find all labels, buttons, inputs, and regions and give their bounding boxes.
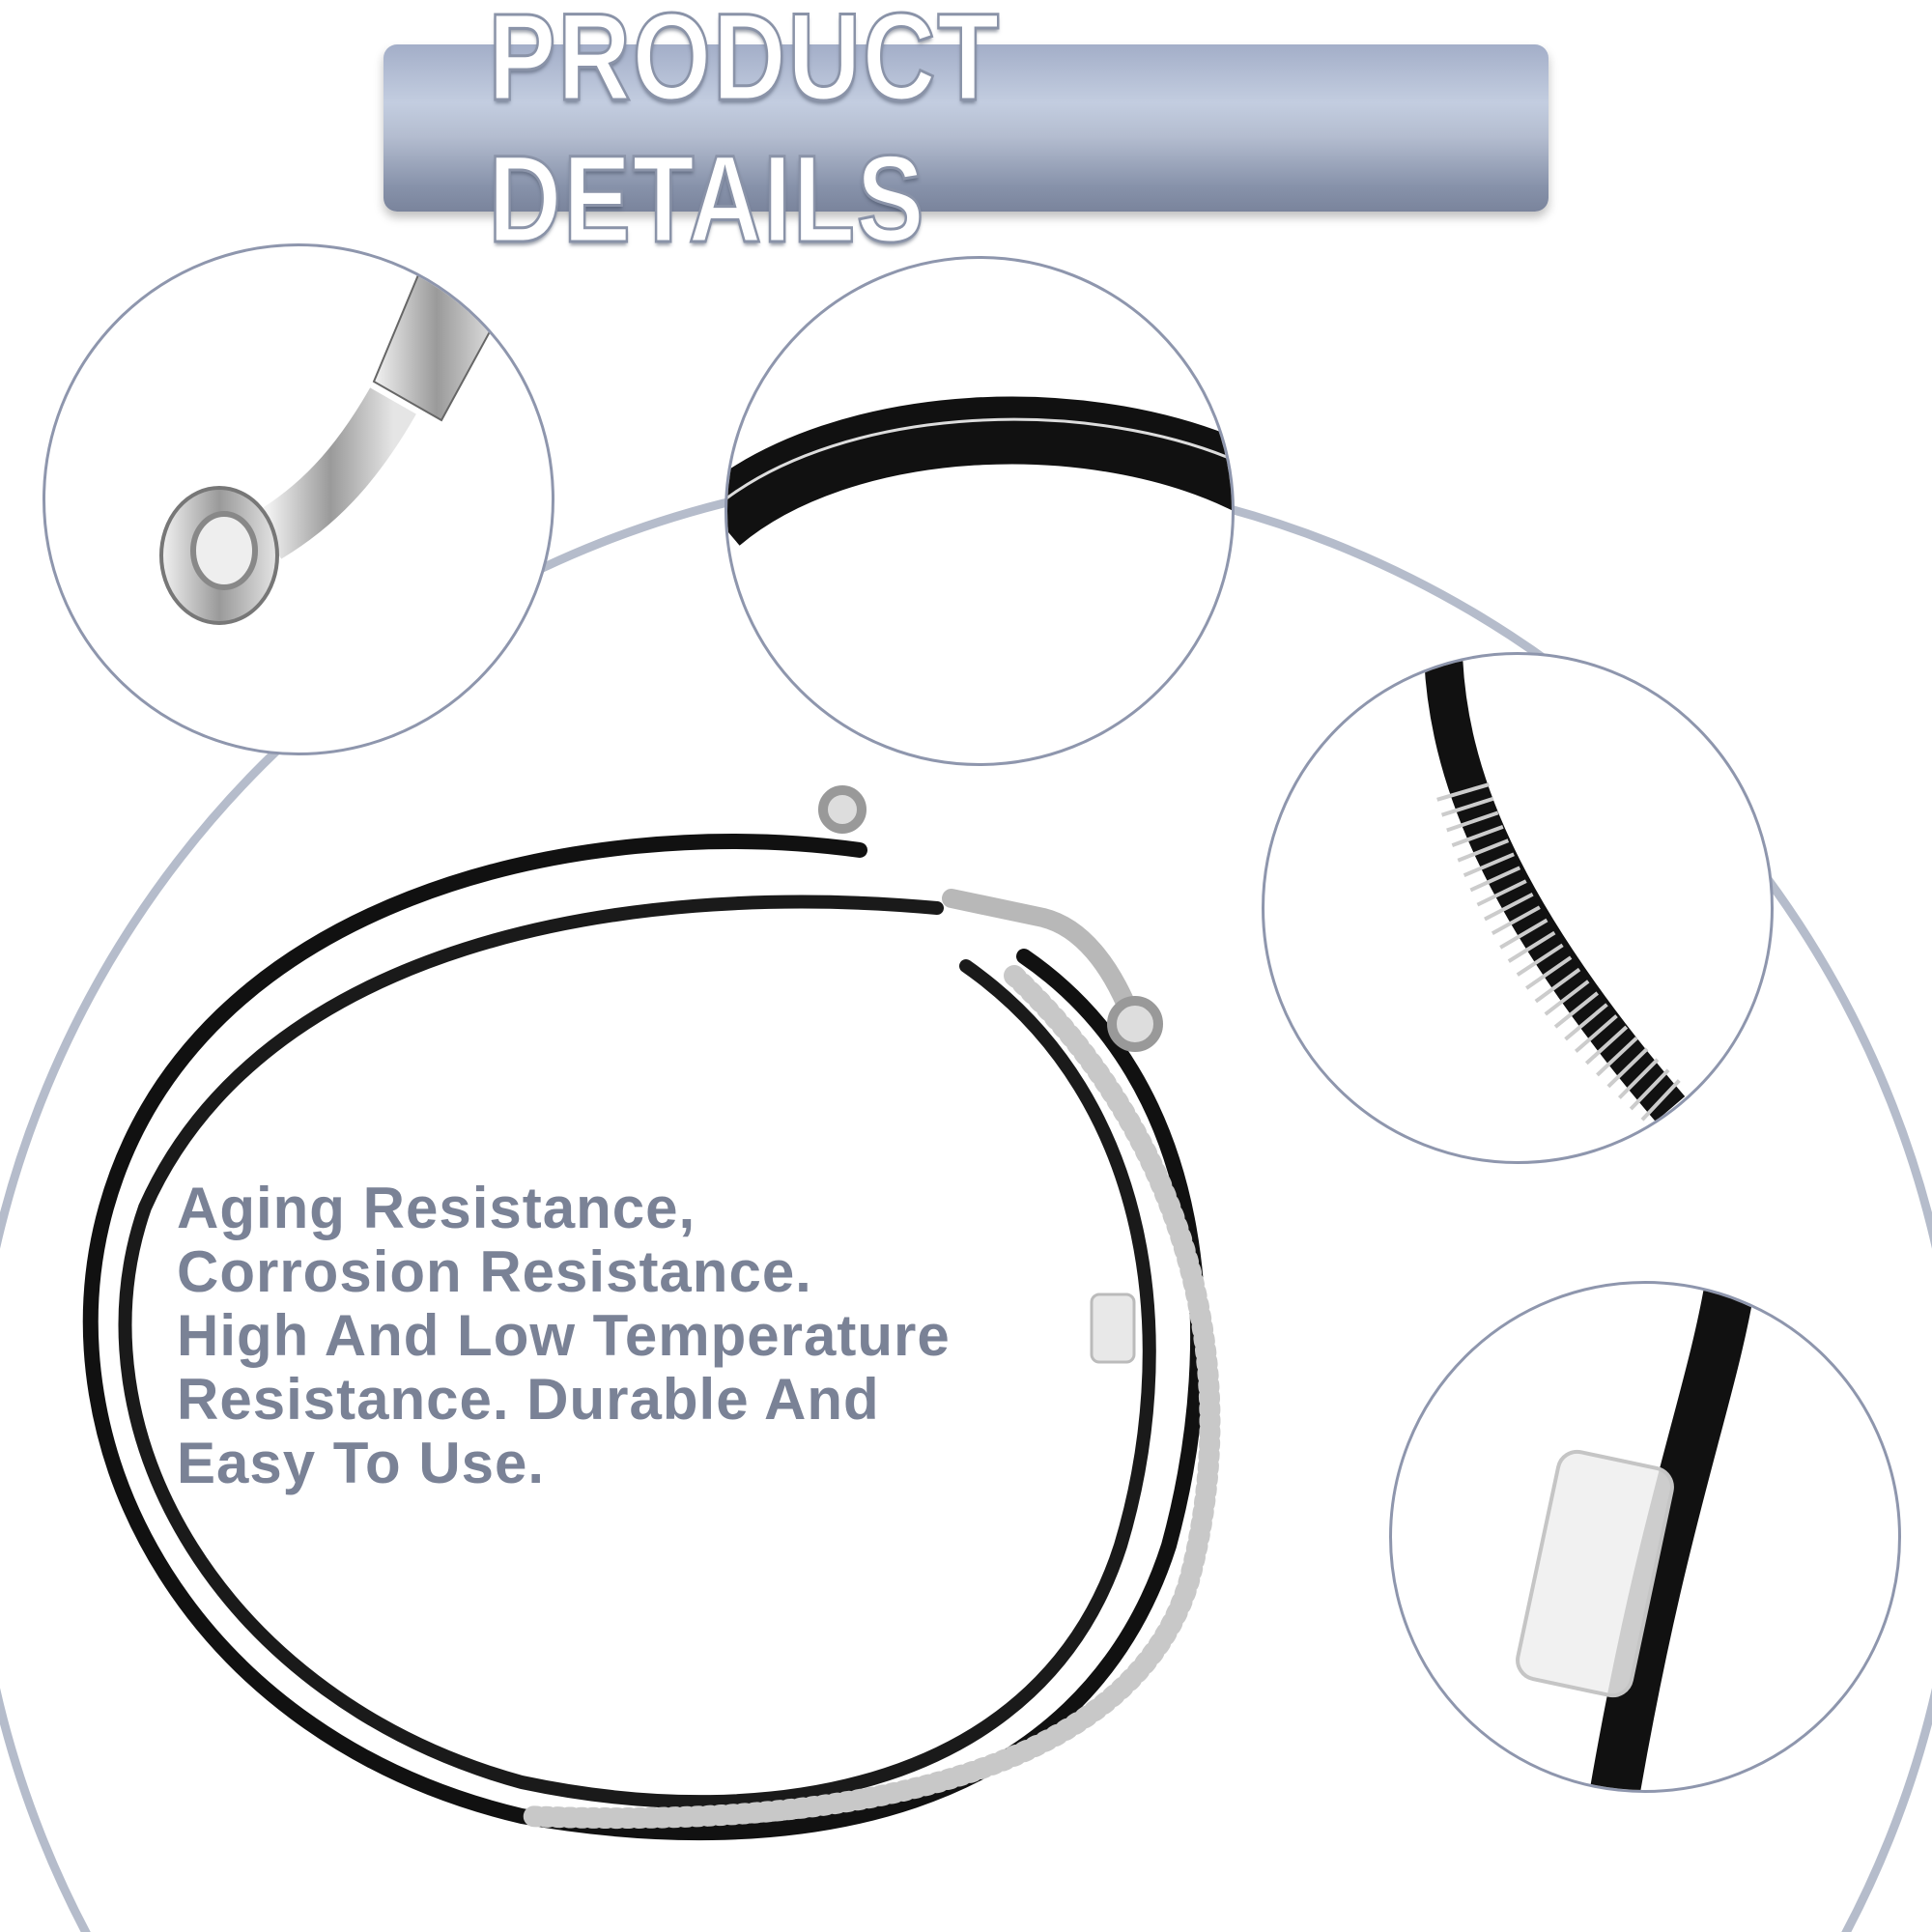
detail-circle-hose xyxy=(724,256,1235,766)
feature-description: Aging Resistance, Corrosion Resistance. … xyxy=(177,1177,1104,1495)
brake-hose-illustration xyxy=(82,785,1221,1841)
feature-line: Aging Resistance, xyxy=(177,1176,696,1240)
banner-title: PRODUCT DETAILS xyxy=(487,0,1001,270)
detail-circle-sleeve xyxy=(1389,1281,1901,1793)
spring-guard-image xyxy=(1424,655,1689,1129)
feature-line: High And Low Temperature xyxy=(177,1303,951,1368)
feature-line: Easy To Use. xyxy=(177,1431,546,1495)
sleeve-closeup-image xyxy=(1516,1284,1755,1790)
feature-line: Corrosion Resistance. xyxy=(177,1239,812,1304)
hose-closeup-image xyxy=(727,396,1232,547)
product-details-banner: PRODUCT DETAILS xyxy=(384,0,1548,270)
banjo-fitting-image xyxy=(159,264,501,625)
feature-line: Resistance. Durable And xyxy=(177,1367,880,1432)
detail-circle-spring-guard xyxy=(1262,652,1774,1164)
detail-circle-banjo-fitting xyxy=(43,243,554,755)
